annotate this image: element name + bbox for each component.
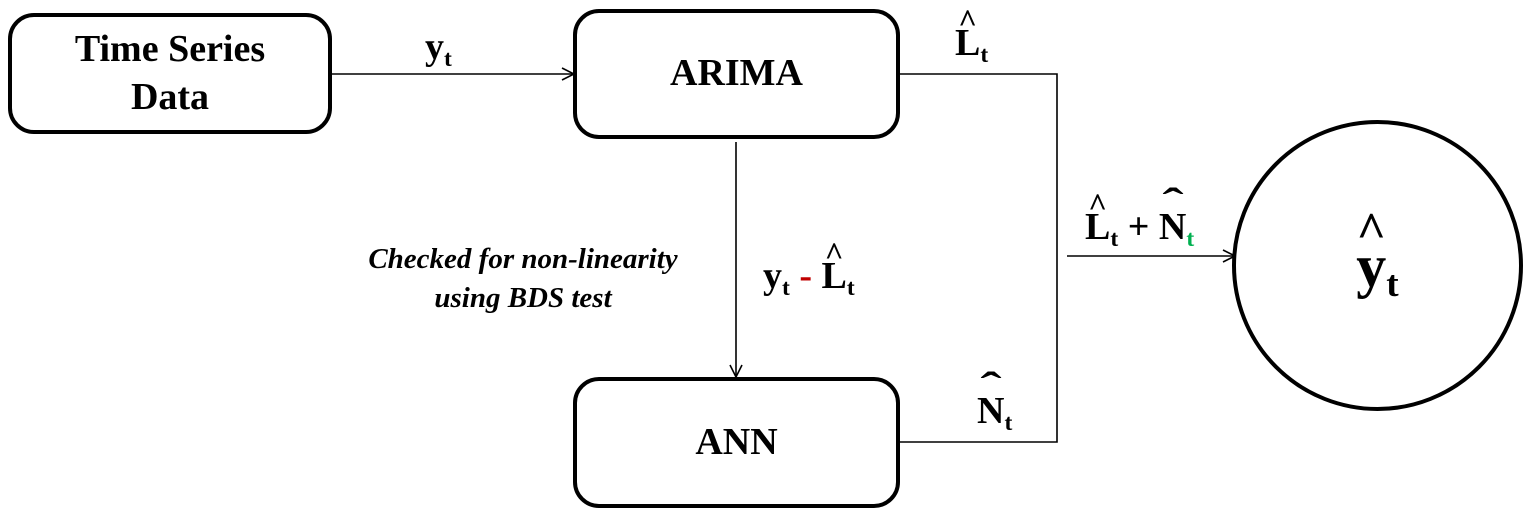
edge-label-yt: yt xyxy=(425,26,452,72)
note-line-2: using BDS test xyxy=(434,282,612,315)
note-line-1: Checked for non-linearity xyxy=(368,243,678,275)
ann-box: ANN xyxy=(573,377,900,508)
forecast-output-label: yt xyxy=(1356,236,1398,304)
arima-box: ARIMA xyxy=(573,9,900,139)
time-series-data-label: Time Series Data xyxy=(74,28,266,118)
time-series-data-box: Time Series Data xyxy=(8,13,332,134)
ann-label: ANN xyxy=(695,420,778,463)
nonlinearity-note: Checked for non-linearity using BDS test xyxy=(318,240,728,318)
line-arima-to-merge xyxy=(900,73,1058,443)
edge-label-combined: Lt + Nt xyxy=(1085,208,1194,250)
forecast-output-circle: yt xyxy=(1232,120,1523,411)
edge-label-l-hat: Lt xyxy=(955,24,988,66)
arima-label: ARIMA xyxy=(670,52,803,95)
green-subscript: t xyxy=(1186,225,1195,252)
minus-operator: - xyxy=(799,255,812,297)
edge-label-n-hat: Nt xyxy=(977,392,1012,434)
edge-label-residual: yt - Lt xyxy=(763,255,855,299)
